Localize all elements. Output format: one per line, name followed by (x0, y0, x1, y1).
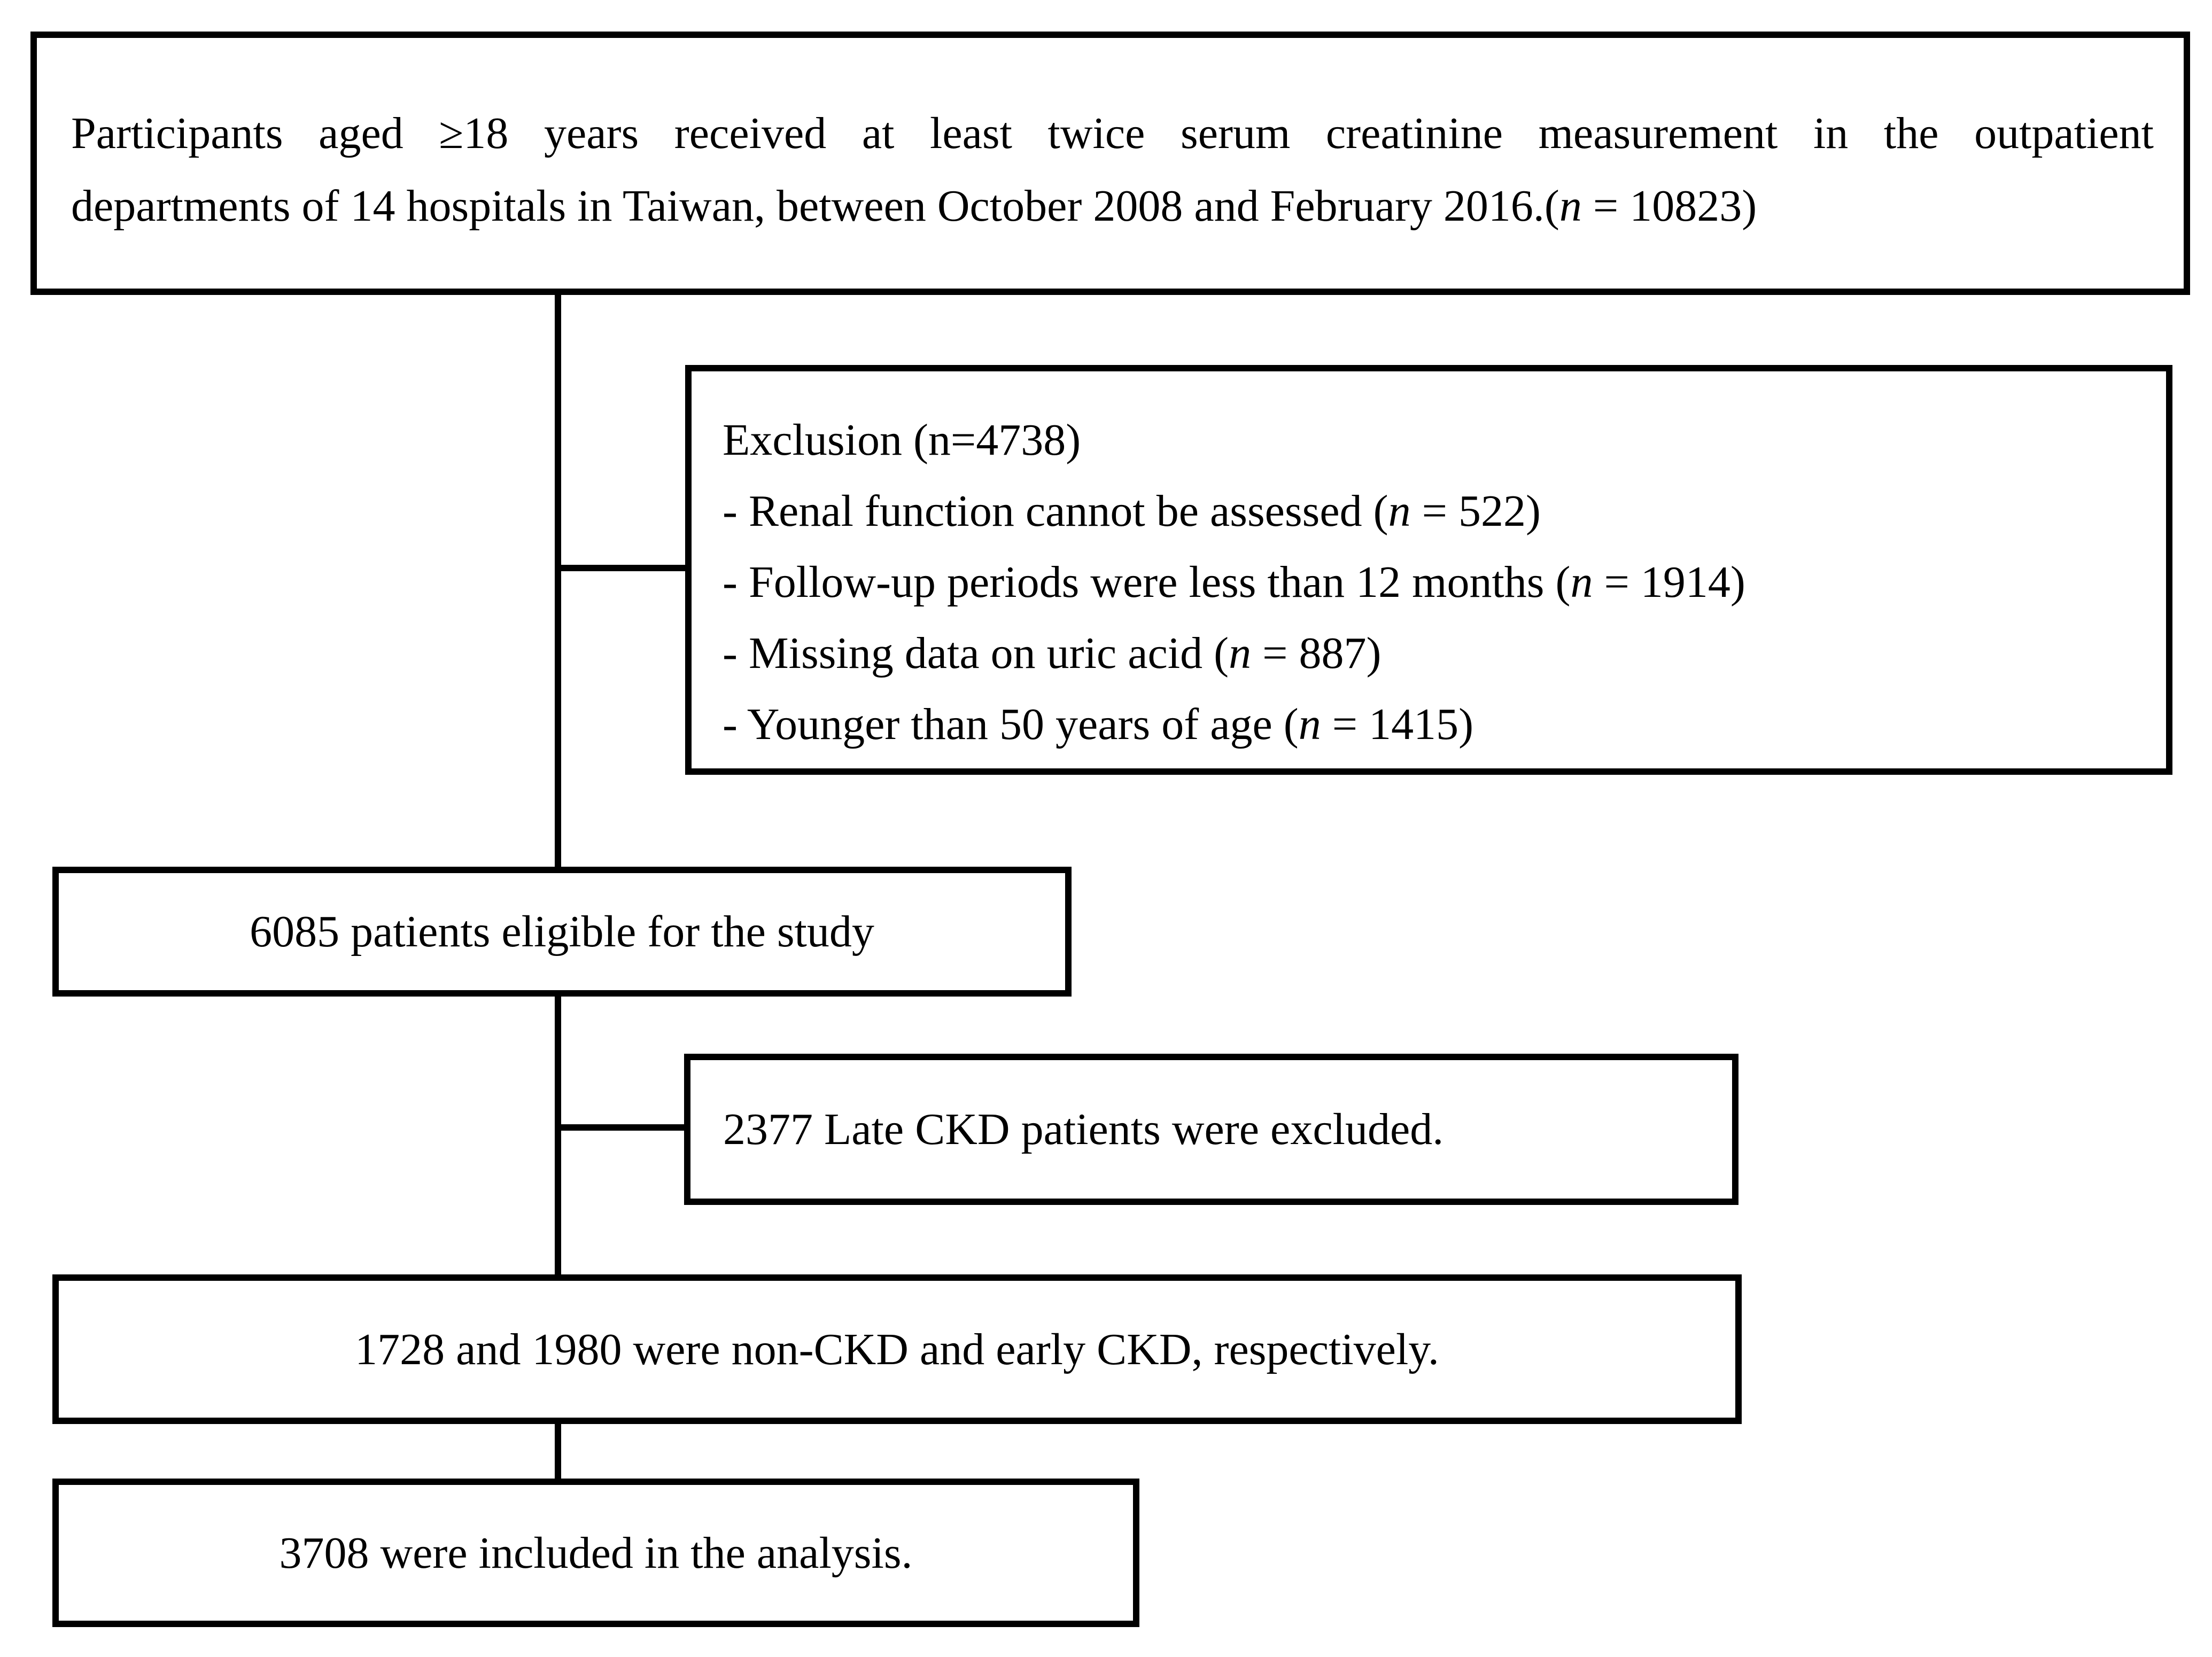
exclusion-item-renal: - Renal function cannot be assessed (n =… (723, 486, 1541, 536)
exclusion-item-age: - Younger than 50 years of age (n = 1415… (723, 699, 1474, 749)
participants-box: Participants aged ≥18 years received at … (30, 32, 2190, 295)
cohort-text: 1728 and 1980 were non-CKD and early CKD… (355, 1324, 1439, 1374)
analysis-text: 3708 were included in the analysis. (279, 1528, 913, 1578)
late-ckd-text: 2377 Late CKD patients were excluded. (723, 1104, 1444, 1154)
analysis-box: 3708 were included in the analysis. (52, 1479, 1139, 1627)
exclusion-item-uric-acid: - Missing data on uric acid (n = 887) (723, 628, 1381, 678)
participants-line-2: departments of 14 hospitals in Taiwan, b… (71, 181, 1757, 231)
late-ckd-exclusion-box: 2377 Late CKD patients were excluded. (684, 1054, 1738, 1205)
connector-cohort-to-analysis (555, 1424, 561, 1479)
eligible-box: 6085 patients eligible for the study (52, 867, 1072, 997)
branch-to-exclusion (561, 565, 685, 571)
exclusion-box: Exclusion (n=4738) - Renal function cann… (685, 365, 2172, 775)
branch-to-late-ckd (561, 1124, 685, 1131)
connector-eligible-to-cohort (555, 997, 561, 1274)
eligible-text: 6085 patients eligible for the study (250, 907, 874, 956)
exclusion-item-followup: - Follow-up periods were less than 12 mo… (723, 557, 1745, 607)
connector-participants-to-eligible (555, 295, 561, 867)
participants-line-1: Participants aged ≥18 years received at … (71, 108, 2154, 158)
cohort-split-box: 1728 and 1980 were non-CKD and early CKD… (52, 1274, 1742, 1424)
exclusion-title: Exclusion (n=4738) (723, 415, 1081, 465)
